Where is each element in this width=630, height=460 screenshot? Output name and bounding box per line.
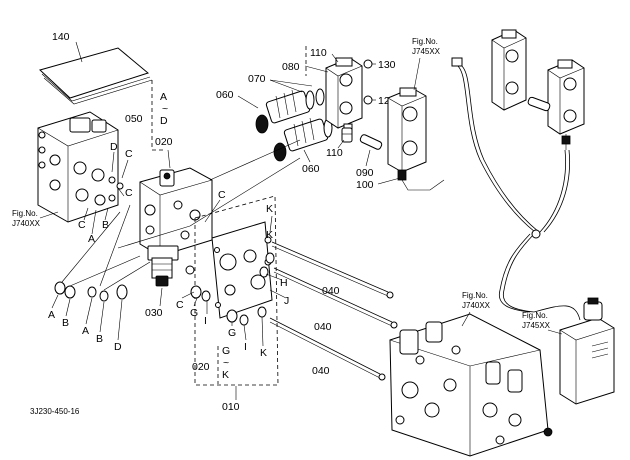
ref-label[interactable]: 100	[356, 179, 374, 191]
fig-ref-line1[interactable]: Fig.No.	[522, 311, 548, 320]
plate-seals	[190, 252, 275, 326]
ref-label[interactable]: 070	[248, 73, 266, 85]
ref-label[interactable]: 020	[155, 136, 173, 148]
letter-label: A	[88, 233, 95, 245]
letter-label: G	[190, 307, 198, 319]
letter-label: B	[96, 333, 103, 345]
letter-label: I	[204, 315, 207, 327]
fig-ref-line2[interactable]: J745XX	[412, 47, 441, 56]
letter-label: K	[260, 347, 267, 359]
fig-ref-line2[interactable]: J740XX	[12, 219, 41, 228]
letter-label: A	[82, 325, 89, 337]
diagram-id: 3J230-450-16	[30, 407, 80, 416]
ref-label[interactable]: 050	[125, 113, 143, 125]
ref-label[interactable]: 040	[312, 365, 330, 377]
valve-body-left	[37, 111, 124, 223]
letter-label: H	[280, 277, 288, 289]
range-end: D	[160, 115, 168, 127]
letter-label: C	[125, 187, 133, 199]
range-start: A	[160, 91, 167, 103]
fig-ref-line2[interactable]: J745XX	[522, 321, 551, 330]
ref-label[interactable]: 060	[216, 89, 234, 101]
letter-label: G	[228, 327, 236, 339]
range-tilde: ~	[162, 103, 168, 115]
fig-ref-line2[interactable]: J740XX	[462, 301, 491, 310]
letter-label: A	[48, 309, 55, 321]
hydraulic-hoses	[451, 57, 581, 321]
letter-label: D	[114, 341, 122, 353]
control-valve-center	[139, 167, 213, 287]
ref-label[interactable]: 060	[302, 163, 320, 175]
fig-ref-line1[interactable]: Fig.No.	[12, 209, 38, 218]
solenoid-valve-100	[387, 87, 427, 181]
seal-rings-row	[54, 281, 128, 302]
ref-label[interactable]: 090	[356, 167, 374, 179]
letter-label: C	[176, 299, 184, 311]
letter-label: J	[284, 295, 289, 307]
ref-label[interactable]: 130	[378, 59, 396, 71]
range-end: K	[222, 369, 229, 381]
letter-label: B	[62, 317, 69, 329]
reservoir-tank	[559, 297, 615, 405]
ref-label[interactable]: 110	[326, 147, 343, 159]
fig-ref-line1[interactable]: Fig.No.	[462, 291, 488, 300]
fitting-110	[341, 127, 353, 143]
range-start: G	[222, 345, 230, 357]
ref-label[interactable]: 040	[322, 285, 340, 297]
pin-090	[359, 134, 383, 150]
letter-label: B	[102, 219, 109, 231]
range-tilde: ~	[223, 357, 229, 369]
letter-label: K	[266, 229, 273, 241]
ref-label[interactable]: 020	[192, 361, 210, 373]
letter-label: I	[244, 341, 247, 353]
part-140-sheet	[39, 41, 153, 105]
cover-plate	[211, 221, 273, 319]
ref-label[interactable]: 010	[222, 401, 240, 413]
ref-label[interactable]: 040	[314, 321, 332, 333]
ref-label[interactable]: 110	[310, 47, 327, 59]
ref-label[interactable]: 030	[145, 307, 163, 319]
letter-label: C	[78, 219, 86, 231]
letter-label: K	[266, 203, 273, 215]
solenoid-pair-right	[491, 29, 585, 150]
cartridge-lower	[273, 117, 333, 162]
fig-ref-line1[interactable]: Fig.No.	[412, 37, 438, 46]
ref-label[interactable]: 140	[52, 31, 70, 43]
cartridge-upper	[255, 88, 325, 134]
letter-label: C	[218, 189, 226, 201]
ref-label[interactable]: 080	[282, 61, 300, 73]
solenoid-block-upper	[325, 57, 373, 135]
letter-label: D	[110, 141, 118, 153]
valve-stack-bottom	[389, 313, 553, 457]
letter-label: C	[125, 148, 133, 160]
tie-rods	[269, 241, 398, 381]
